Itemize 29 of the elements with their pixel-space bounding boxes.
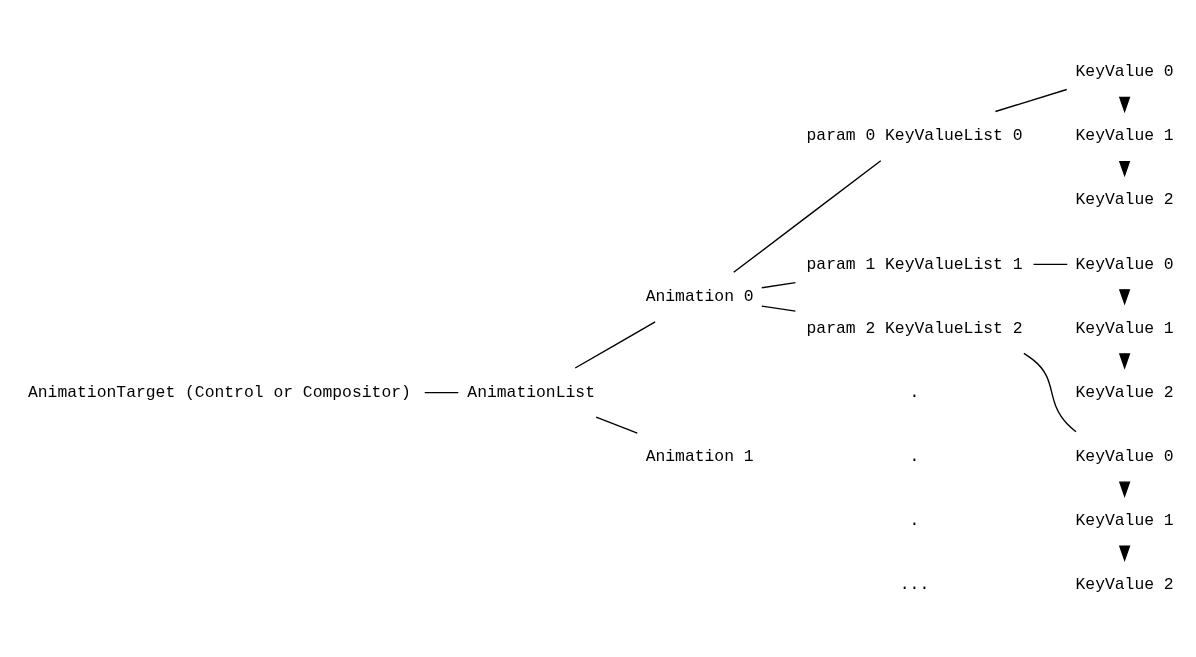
label: ... [899,575,930,595]
node-text: AnimationTarget (Control or Compositor) [27,382,411,402]
node-text: param 0 KeyValueList 0 [806,126,1023,146]
connector [994,88,1068,113]
node-text: KeyValue 2 [1075,575,1174,595]
connector [595,416,638,434]
node-text: KeyValue 0 [1075,446,1174,466]
connector [1032,263,1068,266]
label: . [909,511,920,531]
node-text: KeyValue 2 [1075,190,1174,210]
node-text: KeyValue 1 [1075,511,1174,531]
connector [1023,352,1077,433]
node-text: Animation 1 [645,446,754,466]
node-text: KeyValue 0 [1075,62,1174,82]
label: . [909,446,920,466]
connector [574,321,656,369]
node-text: KeyValue 0 [1075,254,1174,274]
node-text: Animation 0 [645,287,754,307]
connector [761,281,797,289]
node-text: AnimationList [467,382,595,402]
node-text: KeyValue 1 [1075,126,1174,146]
connector [733,160,882,273]
node-text: param 2 KeyValueList 2 [806,318,1023,338]
node-text: param 1 KeyValueList 1 [806,254,1023,274]
connector [761,305,797,312]
node-text: KeyValue 1 [1075,318,1174,338]
label: . [909,382,920,402]
connector [424,391,459,394]
node-text: KeyValue 2 [1075,382,1174,402]
